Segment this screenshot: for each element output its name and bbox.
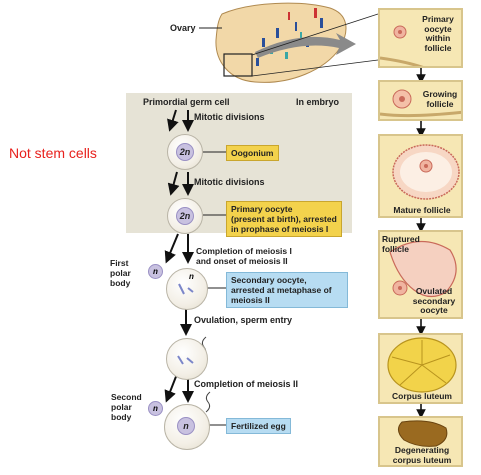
panel-1-label: Primary oocyte within follicle — [414, 14, 461, 53]
ovulation-label: Ovulation, sperm entry — [194, 315, 293, 325]
secondary-oocyte-ploidy: n — [189, 272, 194, 281]
second-polar-body-label: Second polar body — [111, 392, 142, 422]
first-polar-line-3: body — [110, 278, 131, 288]
panel-4b-line-3: oocyte — [420, 305, 448, 315]
completion-meiosis-1-label: Completion of meiosis I and onset of mei… — [196, 246, 292, 266]
panel-2-label: Growing follicle — [418, 89, 461, 109]
oogonium-nucleus: 2n — [176, 143, 194, 161]
panel-1-line-1: Primary — [422, 14, 454, 24]
second-polar-line-1: Second — [111, 392, 142, 402]
second-polar-body: n — [148, 401, 163, 416]
secondary-oocyte-box: Secondary oocyte, arrested at metaphase … — [226, 272, 348, 308]
first-polar-line-2: polar — [110, 268, 131, 278]
in-embryo-label: In embryo — [296, 97, 340, 107]
mitotic-divisions-label-1: Mitotic divisions — [194, 112, 265, 122]
completion-meiosis-2-label: Completion of meiosis II — [194, 379, 299, 389]
panel-6-art — [398, 420, 448, 447]
secondary-oocyte-chromosomes — [178, 283, 194, 295]
first-polar-line-1: First — [110, 258, 129, 268]
panel-3-art — [392, 144, 460, 200]
oogonium-cell — [167, 134, 203, 170]
ovary-label: Ovary — [170, 23, 196, 33]
secondary-oocyte-cell — [166, 268, 208, 310]
panel-1-art — [380, 25, 424, 66]
panel-4b-line-1: Ovulated — [415, 286, 453, 296]
panel-5-art — [387, 337, 457, 393]
primary-oocyte-nucleus: 2n — [176, 207, 194, 225]
panel-1-line-3: within — [425, 33, 451, 43]
mitotic-divisions-label-2: Mitotic divisions — [194, 177, 265, 187]
panel-mature-follicle: Mature follicle — [378, 134, 463, 218]
panel-1-line-2: oocyte — [424, 23, 452, 34]
second-polar-line-3: body — [111, 412, 132, 422]
panel-1-line-4: follicle — [424, 42, 452, 53]
panel-6-line-1: Degenerating — [394, 445, 450, 455]
primary-oocyte-line-3: in prophase of meiosis I — [231, 224, 329, 234]
panel-4-label-ovulated: Ovulated secondary oocyte — [408, 286, 460, 316]
panel-2-line-1: Growing — [422, 89, 458, 99]
oogonium-box: Oogonium — [226, 145, 279, 161]
panel-4-line-1: Ruptured — [382, 234, 420, 244]
completion-meiosis-1-line-1: Completion of meiosis I — [196, 246, 292, 256]
panel-4-label-ruptured: Ruptured follicle — [382, 234, 420, 254]
primary-oocyte-line-2: (present at birth), arrested — [231, 214, 337, 224]
fertilized-egg-cell — [164, 404, 210, 450]
first-polar-body: n — [148, 264, 163, 279]
primordial-germ-cell-label: Primordial germ cell — [143, 97, 230, 107]
fertilized-egg-nucleus: n — [177, 417, 195, 435]
primary-oocyte-line-1: Primary oocyte — [231, 204, 293, 214]
primary-oocyte-box: Primary oocyte (present at birth), arres… — [226, 201, 342, 237]
panel-2-line-2: follicle — [426, 98, 454, 109]
panel-4-line-2: follicle — [382, 243, 409, 254]
fertilized-egg-box: Fertilized egg — [226, 418, 291, 434]
panel-primary-oocyte-follicle: Primary oocyte within follicle — [378, 8, 463, 68]
panel-6-line-2: corpus luteum — [392, 454, 452, 465]
panel-4-art — [389, 240, 457, 298]
completion-meiosis-1-line-2: and onset of meiosis II — [196, 256, 288, 266]
panel-degenerating-corpus-luteum: Degenerating corpus luteum — [378, 416, 463, 467]
panel-4b-line-2: secondary — [412, 295, 456, 306]
secondary-oocyte-line-3: meiosis II — [231, 295, 270, 305]
ovulated-oocyte-chromosomes — [177, 355, 194, 365]
panel-3-label: Mature follicle — [393, 205, 451, 215]
second-polar-line-2: polar — [111, 402, 132, 412]
panel-5-label: Corpus luteum — [392, 391, 452, 401]
panel-6-label: Degenerating corpus luteum — [382, 445, 461, 465]
first-polar-body-label: First polar body — [110, 258, 131, 288]
secondary-oocyte-line-1: Secondary oocyte, — [231, 275, 307, 285]
panel-2-art — [380, 89, 461, 118]
panel-ruptured-follicle: Ruptured follicle Ovulated secondary ooc… — [378, 230, 463, 319]
panel-corpus-luteum: Corpus luteum — [378, 333, 463, 404]
panel-growing-follicle: Growing follicle — [378, 80, 463, 121]
annotation-not-stem-cells: Not stem cells — [9, 145, 97, 161]
secondary-oocyte-line-2: arrested at metaphase of — [231, 285, 332, 295]
